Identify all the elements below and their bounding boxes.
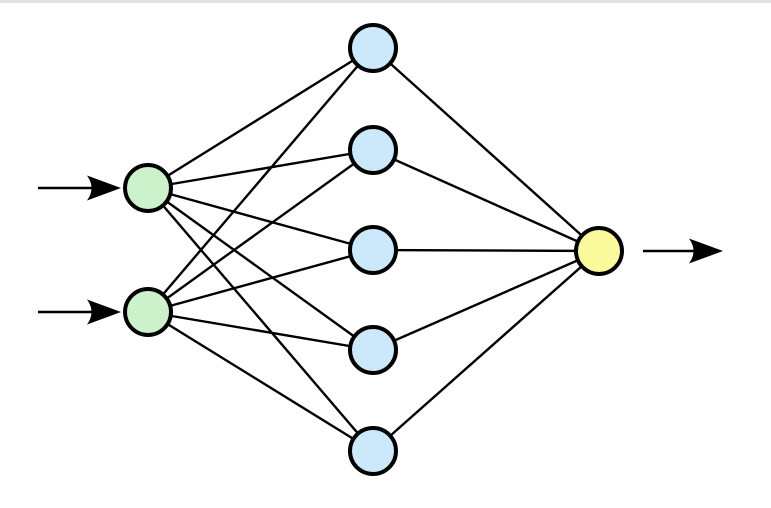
connection-edge [372, 248, 600, 253]
connection-edge [147, 248, 374, 314]
page-top-border [0, 0, 771, 3]
connection-edge [147, 46, 374, 190]
hidden-node-5 [348, 426, 398, 476]
hidden-node-4 [348, 325, 398, 375]
connection-edge [372, 47, 600, 252]
connection-edge [147, 310, 374, 352]
output-arrow-head [689, 238, 723, 264]
input-arrow-2-head [87, 299, 121, 325]
hidden-node-1 [348, 23, 398, 73]
connection-edge [147, 310, 374, 453]
connection-edge [147, 187, 374, 351]
hidden-node-2 [348, 125, 398, 175]
connection-edge [372, 250, 600, 452]
connection-edge [147, 187, 374, 452]
connection-edge [147, 148, 374, 190]
input-node-1 [123, 163, 173, 213]
connection-edge [372, 249, 600, 352]
connection-edge [147, 149, 374, 313]
connection-edge [147, 186, 374, 252]
input-arrow-1-head [87, 175, 121, 201]
output-node-1 [574, 226, 624, 276]
connection-edge [372, 148, 600, 253]
connection-edge [147, 47, 374, 313]
hidden-node-3 [348, 225, 398, 275]
input-node-2 [123, 287, 173, 337]
